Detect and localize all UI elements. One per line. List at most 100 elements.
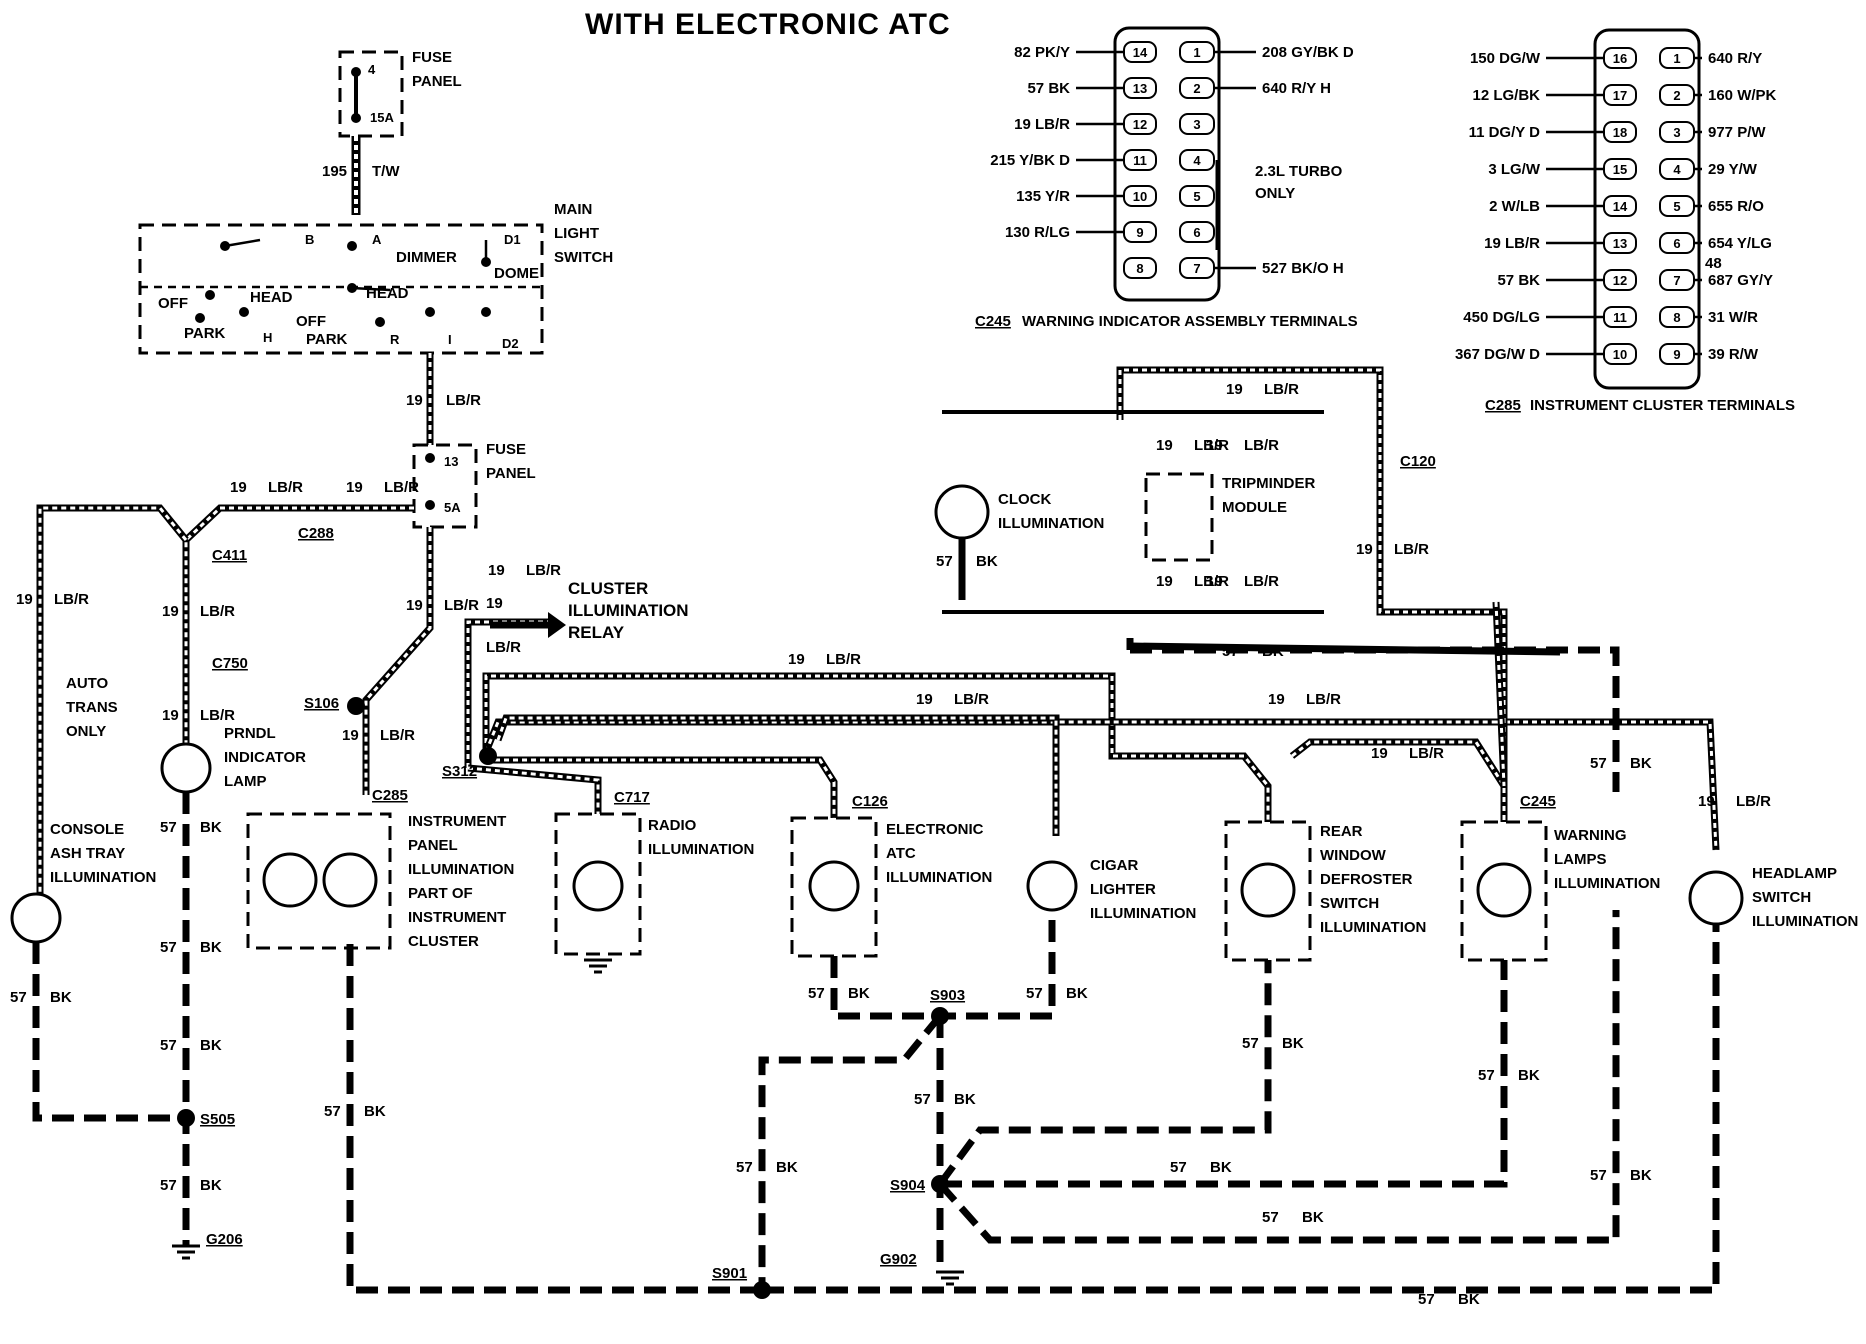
wire-color-bk: BK [776, 1159, 798, 1176]
c245-wire: 215 Y/BK D [990, 152, 1070, 169]
console-ash-tray-illumination: CONSOLE ASH TRAY ILLUMINATION [10, 821, 156, 944]
wire-color-lbr: LB/R [1264, 381, 1299, 398]
c285-pin-5: 5 [1673, 199, 1680, 214]
wire-color-bk: BK [1518, 1067, 1540, 1084]
defroster-3: DEFROSTER [1320, 871, 1413, 888]
wire-num-57: 57 [1026, 985, 1043, 1002]
c245-wire: 135 Y/R [1016, 188, 1070, 205]
c285-wire: 450 DG/LG [1463, 309, 1540, 326]
wire-num-19: 19 [1206, 573, 1223, 590]
fuse-mid-pin: 13 [444, 454, 458, 469]
console-2: ASH TRAY [50, 845, 125, 862]
wire-color-lbr: LB/R [1194, 437, 1229, 454]
wire-color-lbr: LB/R [1736, 793, 1771, 810]
c285-wire: 19 LB/R [1484, 235, 1540, 252]
wire-num-19: 19 [1156, 437, 1173, 454]
cluster-illumination-relay: 19 LB/R CLUSTER ILLUMINATION RELAY [486, 579, 689, 656]
c245-wire: 640 R/Y H [1262, 80, 1331, 97]
switch-label-1: MAIN [554, 201, 592, 218]
c285-extra-label: 48 [1705, 255, 1722, 272]
wire-color-bk: BK [200, 939, 222, 956]
auto-trans-1: AUTO [66, 675, 109, 692]
c245-pin-12: 12 [1133, 117, 1147, 132]
wire-num-57: 57 [936, 553, 953, 570]
clock-2: ILLUMINATION [998, 515, 1104, 532]
wire-num-19: 19 [1206, 437, 1223, 454]
c285-pin-9: 9 [1673, 347, 1680, 362]
c245-pin-9: 9 [1136, 225, 1143, 240]
wire-switch-num: 19 [406, 392, 423, 409]
c285-wire: 640 R/Y [1708, 50, 1762, 67]
c245-pin-14: 14 [1133, 45, 1148, 60]
wire-color-lbr: LB/R [1194, 573, 1229, 590]
switch-term-h: H [263, 330, 272, 345]
auto-trans-note: AUTO TRANS ONLY [66, 675, 118, 740]
wire-color-lbr: LB/R [444, 597, 479, 614]
wire-color-bk: BK [364, 1103, 386, 1120]
headlamp-2: SWITCH [1752, 889, 1811, 906]
c285-wire: 31 W/R [1708, 309, 1758, 326]
rear-window-defroster-switch-illumination: REAR WINDOW DEFROSTER SWITCH ILLUMINATIO… [1224, 820, 1426, 962]
instrument-3: ILLUMINATION [408, 861, 514, 878]
switch-label-2: LIGHT [554, 225, 599, 242]
c285-pin-17: 17 [1613, 88, 1627, 103]
switch-term-dome: DOME [494, 265, 539, 282]
warning-2: LAMPS [1554, 851, 1607, 868]
wire-num-19: 19 [1698, 793, 1715, 810]
wire-color-bk: BK [954, 1091, 976, 1108]
clock-1: CLOCK [998, 491, 1051, 508]
wire-color-bk: BK [200, 819, 222, 836]
wire-num-57: 57 [1170, 1159, 1187, 1176]
console-3: ILLUMINATION [50, 869, 156, 886]
auto-trans-2: TRANS [66, 699, 118, 716]
instrument-4: PART OF [408, 885, 473, 902]
wire-color-lbr: LB/R [1394, 541, 1429, 558]
wire-color-bk: BK [1282, 1035, 1304, 1052]
wire-color-bk: BK [1262, 643, 1284, 660]
c245-pin-11: 11 [1133, 153, 1147, 168]
switch-term-head-2: HEAD [366, 285, 409, 302]
c245-wire: 57 BK [1027, 80, 1070, 97]
wire-color-bk: BK [1302, 1209, 1324, 1226]
clock-illumination: CLOCK ILLUMINATION [934, 410, 1324, 614]
c285-pin-15: 15 [1613, 162, 1627, 177]
auto-trans-3: ONLY [66, 723, 106, 740]
wire-color-lbr: LB/R [384, 479, 419, 496]
switch-term-d2: D2 [502, 336, 519, 351]
c245-note-2: ONLY [1255, 185, 1295, 202]
wire-color-bk: BK [976, 553, 998, 570]
wire-color-bk: BK [200, 1037, 222, 1054]
wire-color-bk: BK [200, 1177, 222, 1194]
switch-term-i: I [448, 332, 452, 347]
atc-3: ILLUMINATION [886, 869, 992, 886]
wire-color-bk: BK [1630, 755, 1652, 772]
wire-color-lbr: LB/R [268, 479, 303, 496]
wire-color-lbr: LB/R [826, 651, 861, 668]
wire-num-57: 57 [1478, 1067, 1495, 1084]
atc-1: ELECTRONIC [886, 821, 984, 838]
switch-term-dimmer: DIMMER [396, 249, 457, 266]
wire-color-lbr: LB/R [1409, 745, 1444, 762]
c245-pin-7: 7 [1193, 261, 1200, 276]
wire-num-57: 57 [1242, 1035, 1259, 1052]
wire-color-bk: BK [50, 989, 72, 1006]
wire-195-num: 195 [322, 163, 347, 180]
wire-num-57: 57 [160, 819, 177, 836]
c285-wire: 29 Y/W [1708, 161, 1758, 178]
c245-wire: 130 R/LG [1005, 224, 1070, 241]
c245-pin-3: 3 [1193, 117, 1200, 132]
c245-wire: 527 BK/O H [1262, 260, 1344, 277]
wire-color-lbr: LB/R [200, 707, 235, 724]
c285-pin-8: 8 [1673, 310, 1680, 325]
wire-color-lbr: LB/R [1306, 691, 1341, 708]
c285-wire: 3 LG/W [1488, 161, 1541, 178]
c285-pin-10: 10 [1613, 347, 1627, 362]
cigar-lighter-illumination: CIGAR LIGHTER ILLUMINATION [1026, 857, 1196, 922]
wire-color-lbr: LB/R [200, 603, 235, 620]
wire-num-19: 19 [1356, 541, 1373, 558]
ground-symbols [172, 958, 964, 1286]
defroster-2: WINDOW [1320, 847, 1387, 864]
relay-wire-color: LB/R [486, 639, 521, 656]
wire-num-19: 19 [1226, 381, 1243, 398]
